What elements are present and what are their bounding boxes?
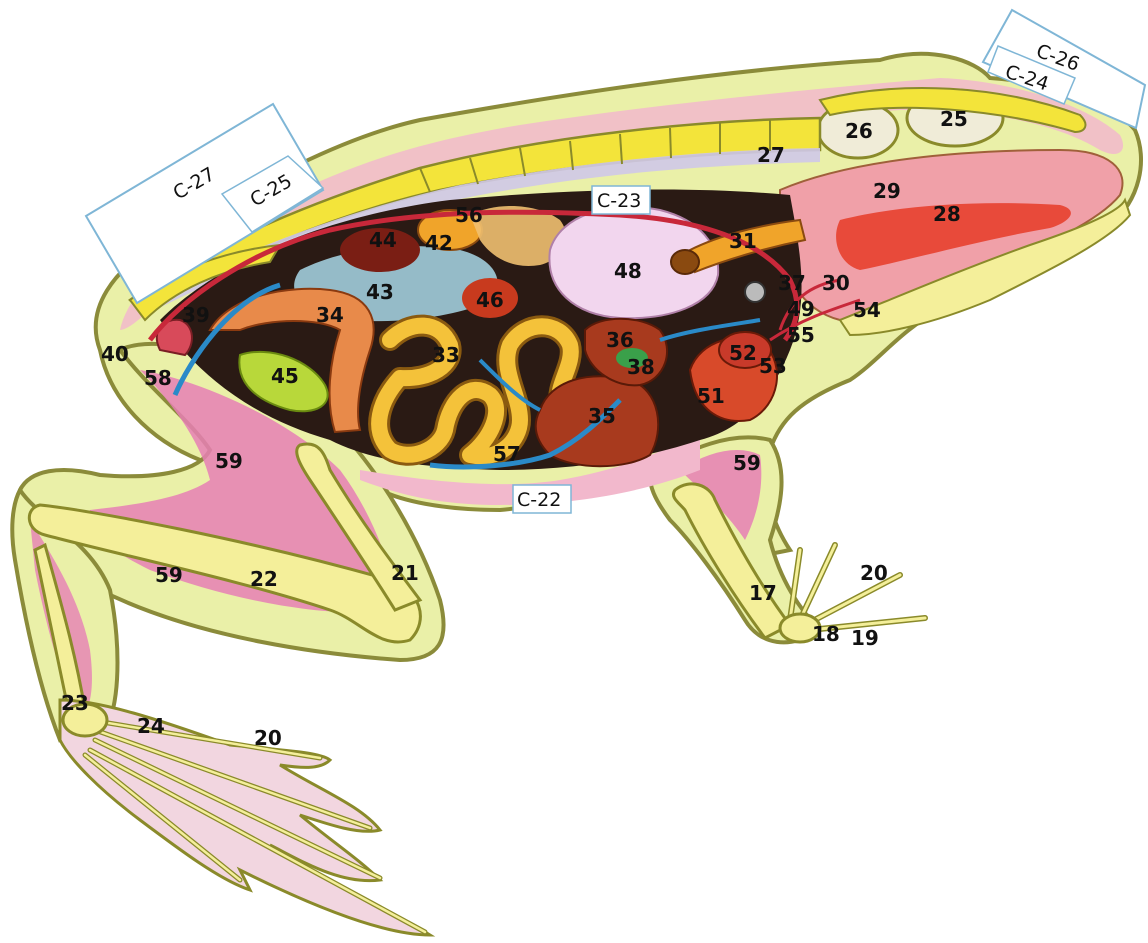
label-46: 46 [476, 288, 504, 312]
label-59-shank: 59 [155, 563, 183, 587]
label-58: 58 [144, 366, 172, 390]
label-27: 27 [757, 143, 785, 167]
label-20-hind: 20 [254, 726, 282, 750]
trachea-opening [671, 250, 699, 274]
label-33: 33 [432, 343, 460, 367]
section-label-c23: C-23 [597, 190, 641, 212]
label-28: 28 [933, 202, 961, 226]
label-20-fore: 20 [860, 561, 888, 585]
label-36: 36 [606, 328, 634, 352]
label-19: 19 [851, 626, 879, 650]
glottis [745, 282, 765, 302]
label-35: 35 [588, 404, 616, 428]
section-box-c22: C-22 [513, 485, 571, 513]
label-26: 26 [845, 119, 873, 143]
label-57: 57 [493, 442, 521, 466]
label-42: 42 [425, 231, 453, 255]
label-53: 53 [759, 354, 787, 378]
label-52: 52 [729, 341, 757, 365]
label-55: 55 [787, 323, 815, 347]
label-21: 21 [391, 561, 419, 585]
label-25: 25 [940, 107, 968, 131]
label-59-foreleg: 59 [733, 451, 761, 475]
label-51: 51 [697, 384, 725, 408]
label-37: 37 [778, 271, 806, 295]
label-17: 17 [749, 581, 777, 605]
label-23: 23 [61, 691, 89, 715]
section-box-c23: C-23 [592, 186, 650, 214]
label-29: 29 [873, 179, 901, 203]
label-24: 24 [137, 714, 165, 738]
label-39: 39 [182, 303, 210, 327]
label-49: 49 [787, 297, 815, 321]
label-40: 40 [101, 342, 129, 366]
label-43: 43 [366, 280, 394, 304]
label-59-thigh: 59 [215, 449, 243, 473]
label-44: 44 [369, 228, 397, 252]
label-48: 48 [614, 259, 642, 283]
label-54: 54 [853, 298, 881, 322]
label-34: 34 [316, 303, 344, 327]
label-22: 22 [250, 567, 278, 591]
label-31: 31 [729, 229, 757, 253]
section-label-c22: C-22 [517, 489, 561, 511]
label-56: 56 [455, 203, 483, 227]
label-30: 30 [822, 271, 850, 295]
label-45: 45 [271, 364, 299, 388]
label-18: 18 [812, 622, 840, 646]
label-38: 38 [627, 355, 655, 379]
